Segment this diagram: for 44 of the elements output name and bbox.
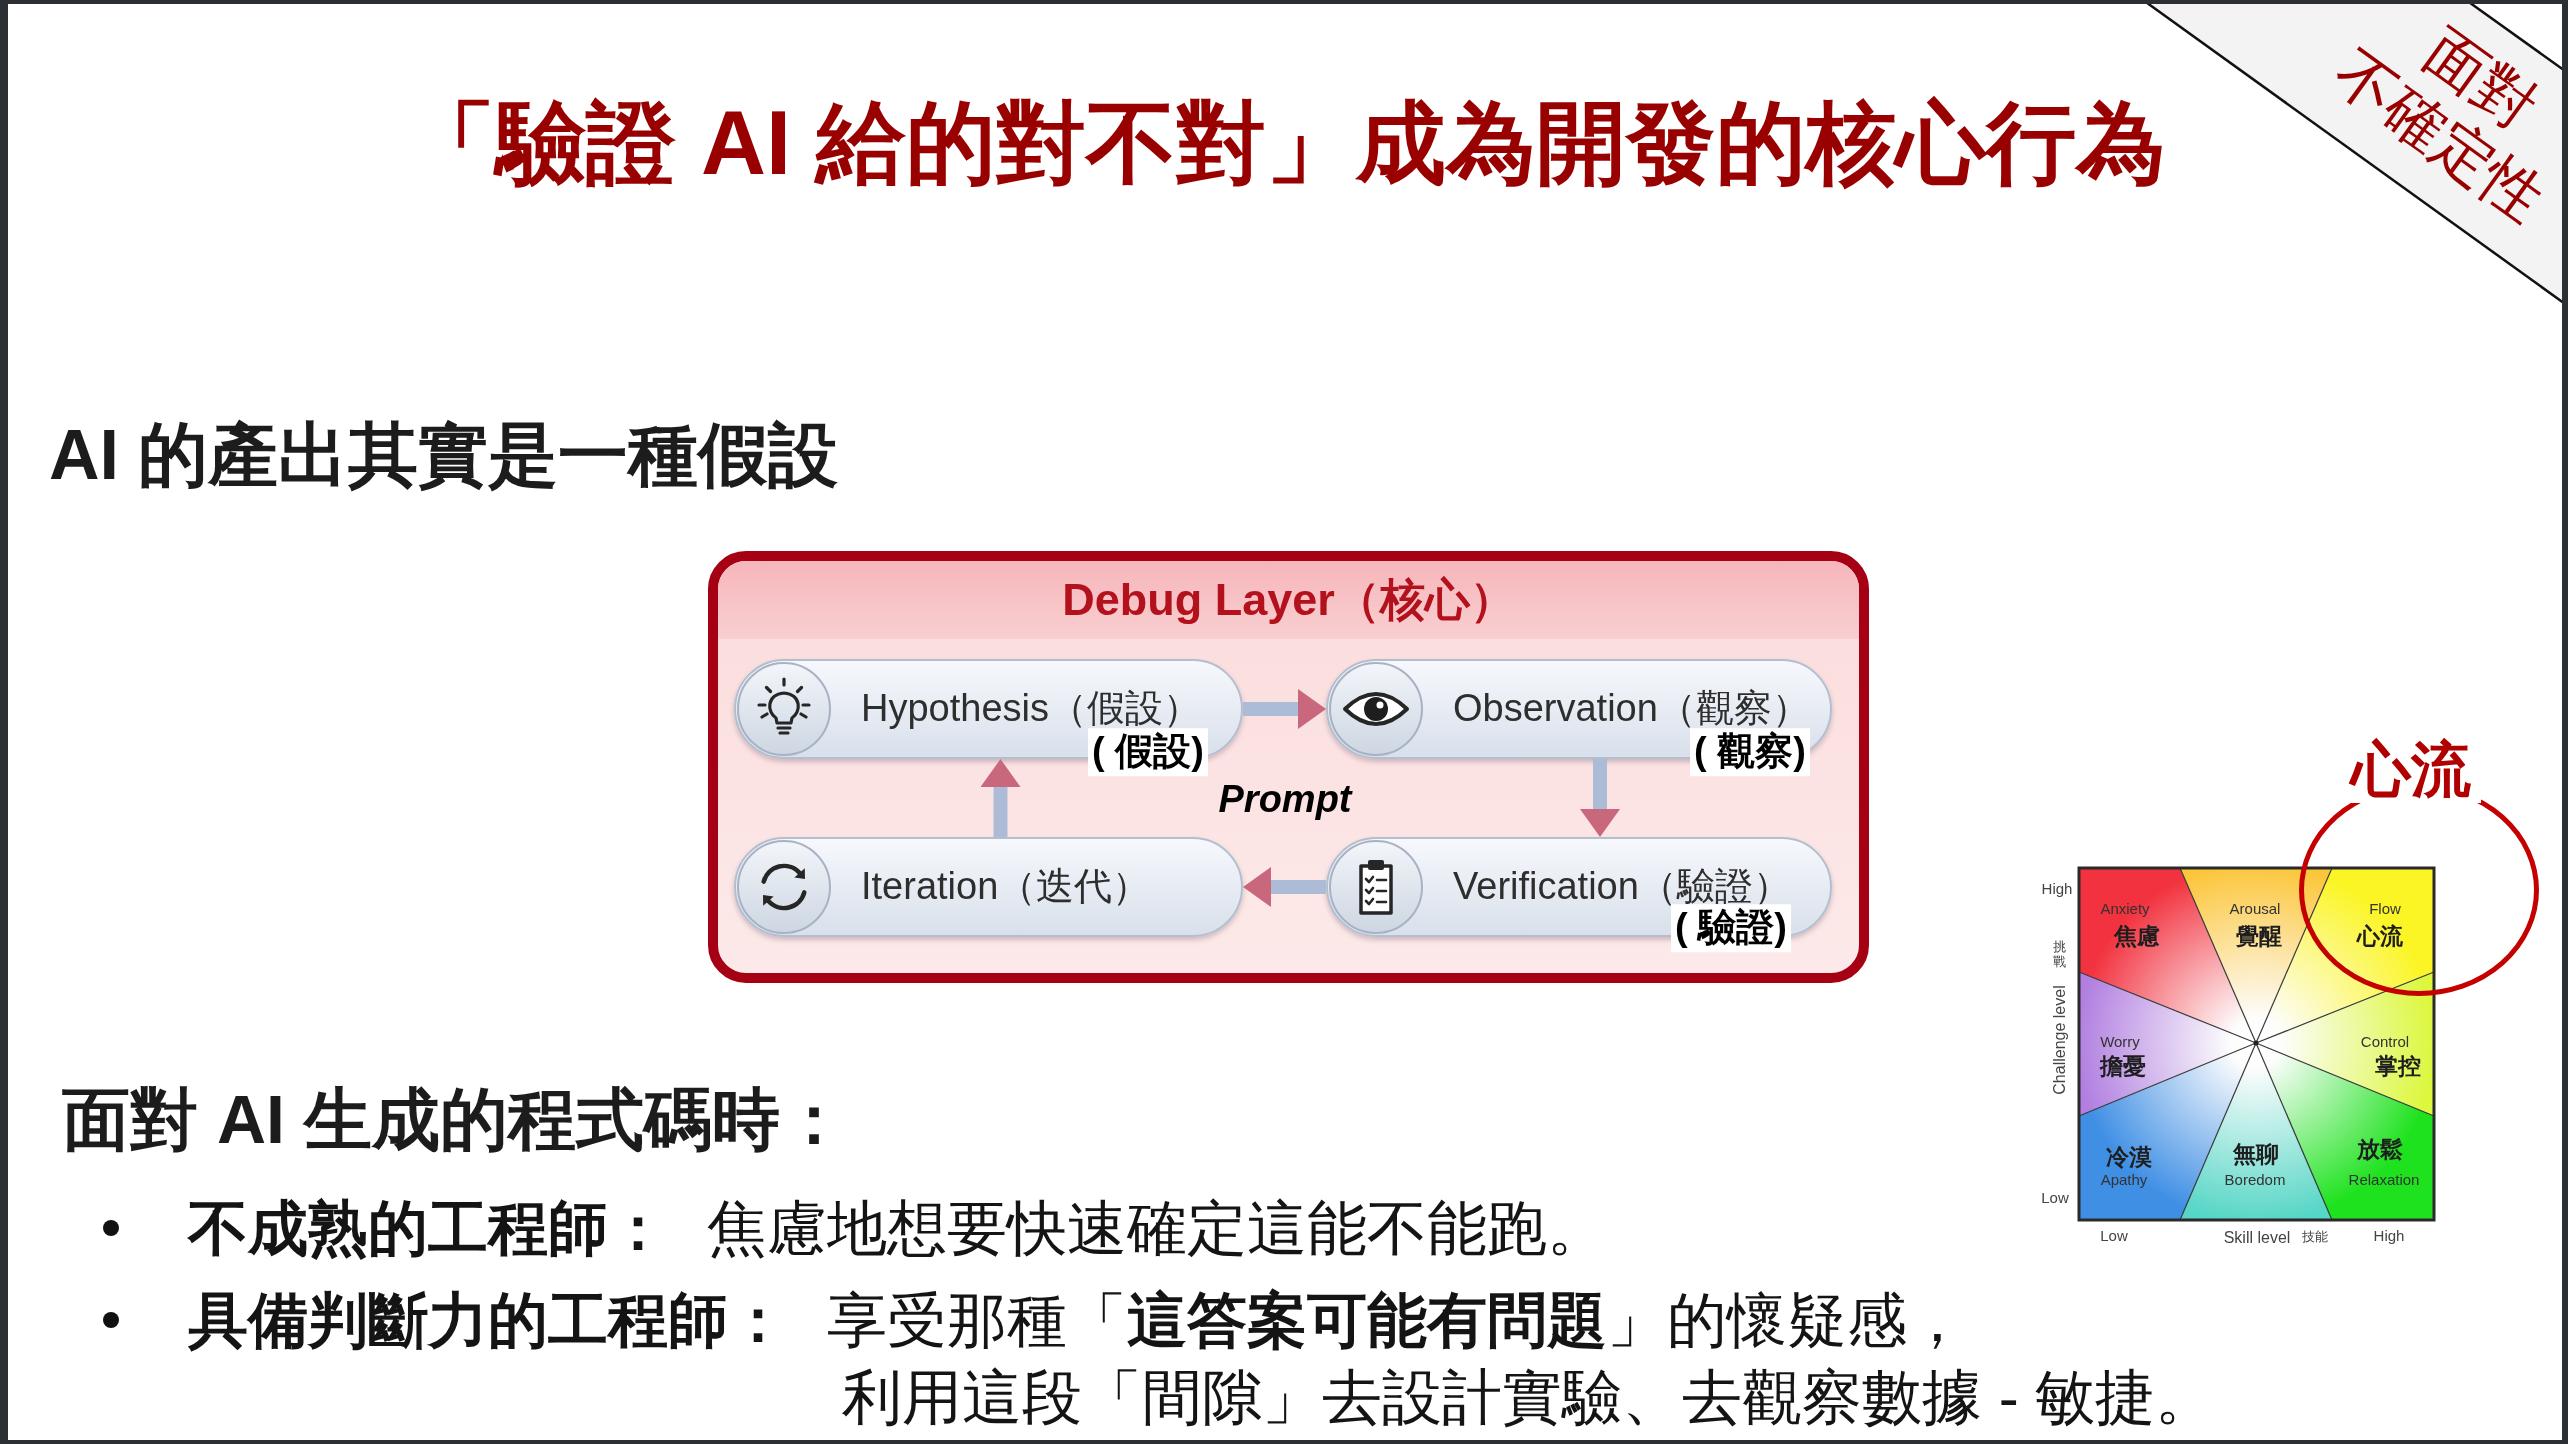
axis-label: High <box>2373 1227 2405 1245</box>
panel-heading: Debug Layer（核心） <box>718 561 1859 639</box>
sector-label: 覺醒 <box>2236 922 2282 950</box>
sector-label: Control <box>2360 1033 2410 1051</box>
annotation-label: ( 假設) <box>1088 728 1208 776</box>
axis-title: 技能 <box>2302 1229 2328 1245</box>
step-label: Iteration（迭代） <box>861 865 1151 909</box>
slide-title: 「驗證 AI 給的對不對」成為開發的核心行為 <box>406 92 2166 196</box>
bullet-text: 不成熟的工程師： 焦慮地想要快速確定這能不能跑。 <box>188 1193 1607 1264</box>
prompt-label: Prompt <box>1218 778 1352 822</box>
sector-label: 心流 <box>2357 922 2403 950</box>
sector-label: 放鬆 <box>2357 1135 2403 1163</box>
sector-label: Flow <box>2369 900 2401 918</box>
sector-label: 擔憂 <box>2100 1052 2146 1080</box>
bullet-text: 具備判斷力的工程師： 享受那種「這答案可能有問題」的懷疑感，利用這段「間隙」去設計實驗、去觀察數據 - 敏捷。 <box>188 1285 2217 1433</box>
rounded-panel <box>708 551 1869 983</box>
sector-label: 焦慮 <box>2114 922 2160 950</box>
axis-title: Challenge level <box>2050 985 2069 1095</box>
sector-label: Apathy <box>2100 1171 2148 1189</box>
sector-label: 冷漠 <box>2106 1143 2152 1171</box>
axis-label: High <box>2041 880 2073 898</box>
step-label: Observation（觀察） <box>1453 687 1810 731</box>
arrow <box>1580 759 1620 837</box>
axis-label: Low <box>2100 1227 2128 1245</box>
step-label: Hypothesis（假設） <box>861 687 1201 731</box>
annotation-label: ( 觀察) <box>1690 728 1810 776</box>
axis-title: Skill level <box>2223 1228 2291 1248</box>
arrow <box>1243 689 1326 729</box>
sector-label: Relaxation <box>2348 1171 2420 1189</box>
ribbon-text: 面對不確定性 <box>2321 15 2558 236</box>
sector-label: Boredom <box>2224 1171 2286 1189</box>
section-heading: AI 的產出其實是一種假設 <box>49 414 839 496</box>
sector-label: Anxiety <box>2100 900 2150 918</box>
section-heading: 面對 AI 生成的程式碼時： <box>62 1079 848 1159</box>
step-pill <box>734 837 1243 937</box>
sector-label: Worry <box>2100 1033 2140 1051</box>
sector-label: 掌控 <box>2375 1052 2421 1080</box>
sector-label: Arousal <box>2229 900 2281 918</box>
arrow <box>980 759 1021 837</box>
axis-title: 挑戰 <box>2052 940 2068 970</box>
axis-label: Low <box>2041 1189 2069 1207</box>
sector-label: 無聊 <box>2233 1140 2279 1168</box>
arrow <box>1243 867 1326 907</box>
annotation-label: ( 驗證) <box>1671 904 1791 952</box>
